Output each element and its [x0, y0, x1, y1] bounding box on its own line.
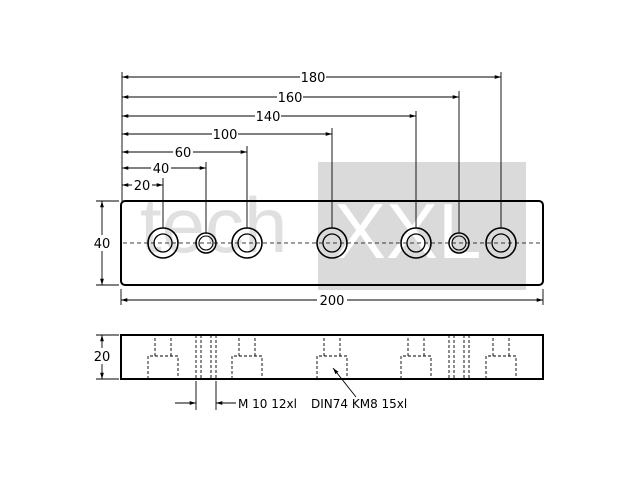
thread-note: M 10 12xl [238, 397, 297, 411]
height-label-bg [90, 348, 114, 364]
side-view [96, 334, 544, 410]
hidden-counterbore [485, 335, 517, 379]
hidden-counterbore [400, 335, 432, 379]
dim-height: 20 [94, 350, 111, 365]
dimension-labels: 180 160 140 100 60 40 20 200 40 [90, 69, 347, 309]
dim-100: 100 [213, 128, 238, 143]
watermark-box [318, 162, 526, 290]
thread-dimension [175, 381, 236, 410]
dim-180: 180 [301, 71, 326, 86]
side-view-outline [120, 334, 544, 380]
dim-length: 200 [320, 294, 345, 309]
dim-40: 40 [153, 162, 170, 177]
dim-60: 60 [175, 146, 192, 161]
hidden-threaded-hole [195, 335, 217, 379]
watermark-brand: tech [140, 181, 287, 269]
top-view [96, 72, 544, 305]
counterbore-leader [332, 367, 357, 398]
dim-160: 160 [278, 91, 303, 106]
dim-width: 40 [94, 237, 111, 252]
hidden-threaded-hole [448, 335, 470, 379]
hidden-counterbore [231, 335, 263, 379]
counterbore-note: DIN74 KM8 15xl [311, 397, 407, 411]
dim-20: 20 [134, 179, 151, 194]
watermark: tech XXL [140, 162, 526, 290]
extension-lines [121, 72, 502, 233]
dim-140: 140 [256, 110, 281, 125]
hidden-counterbore [316, 335, 348, 379]
hidden-counterbore [147, 335, 179, 379]
